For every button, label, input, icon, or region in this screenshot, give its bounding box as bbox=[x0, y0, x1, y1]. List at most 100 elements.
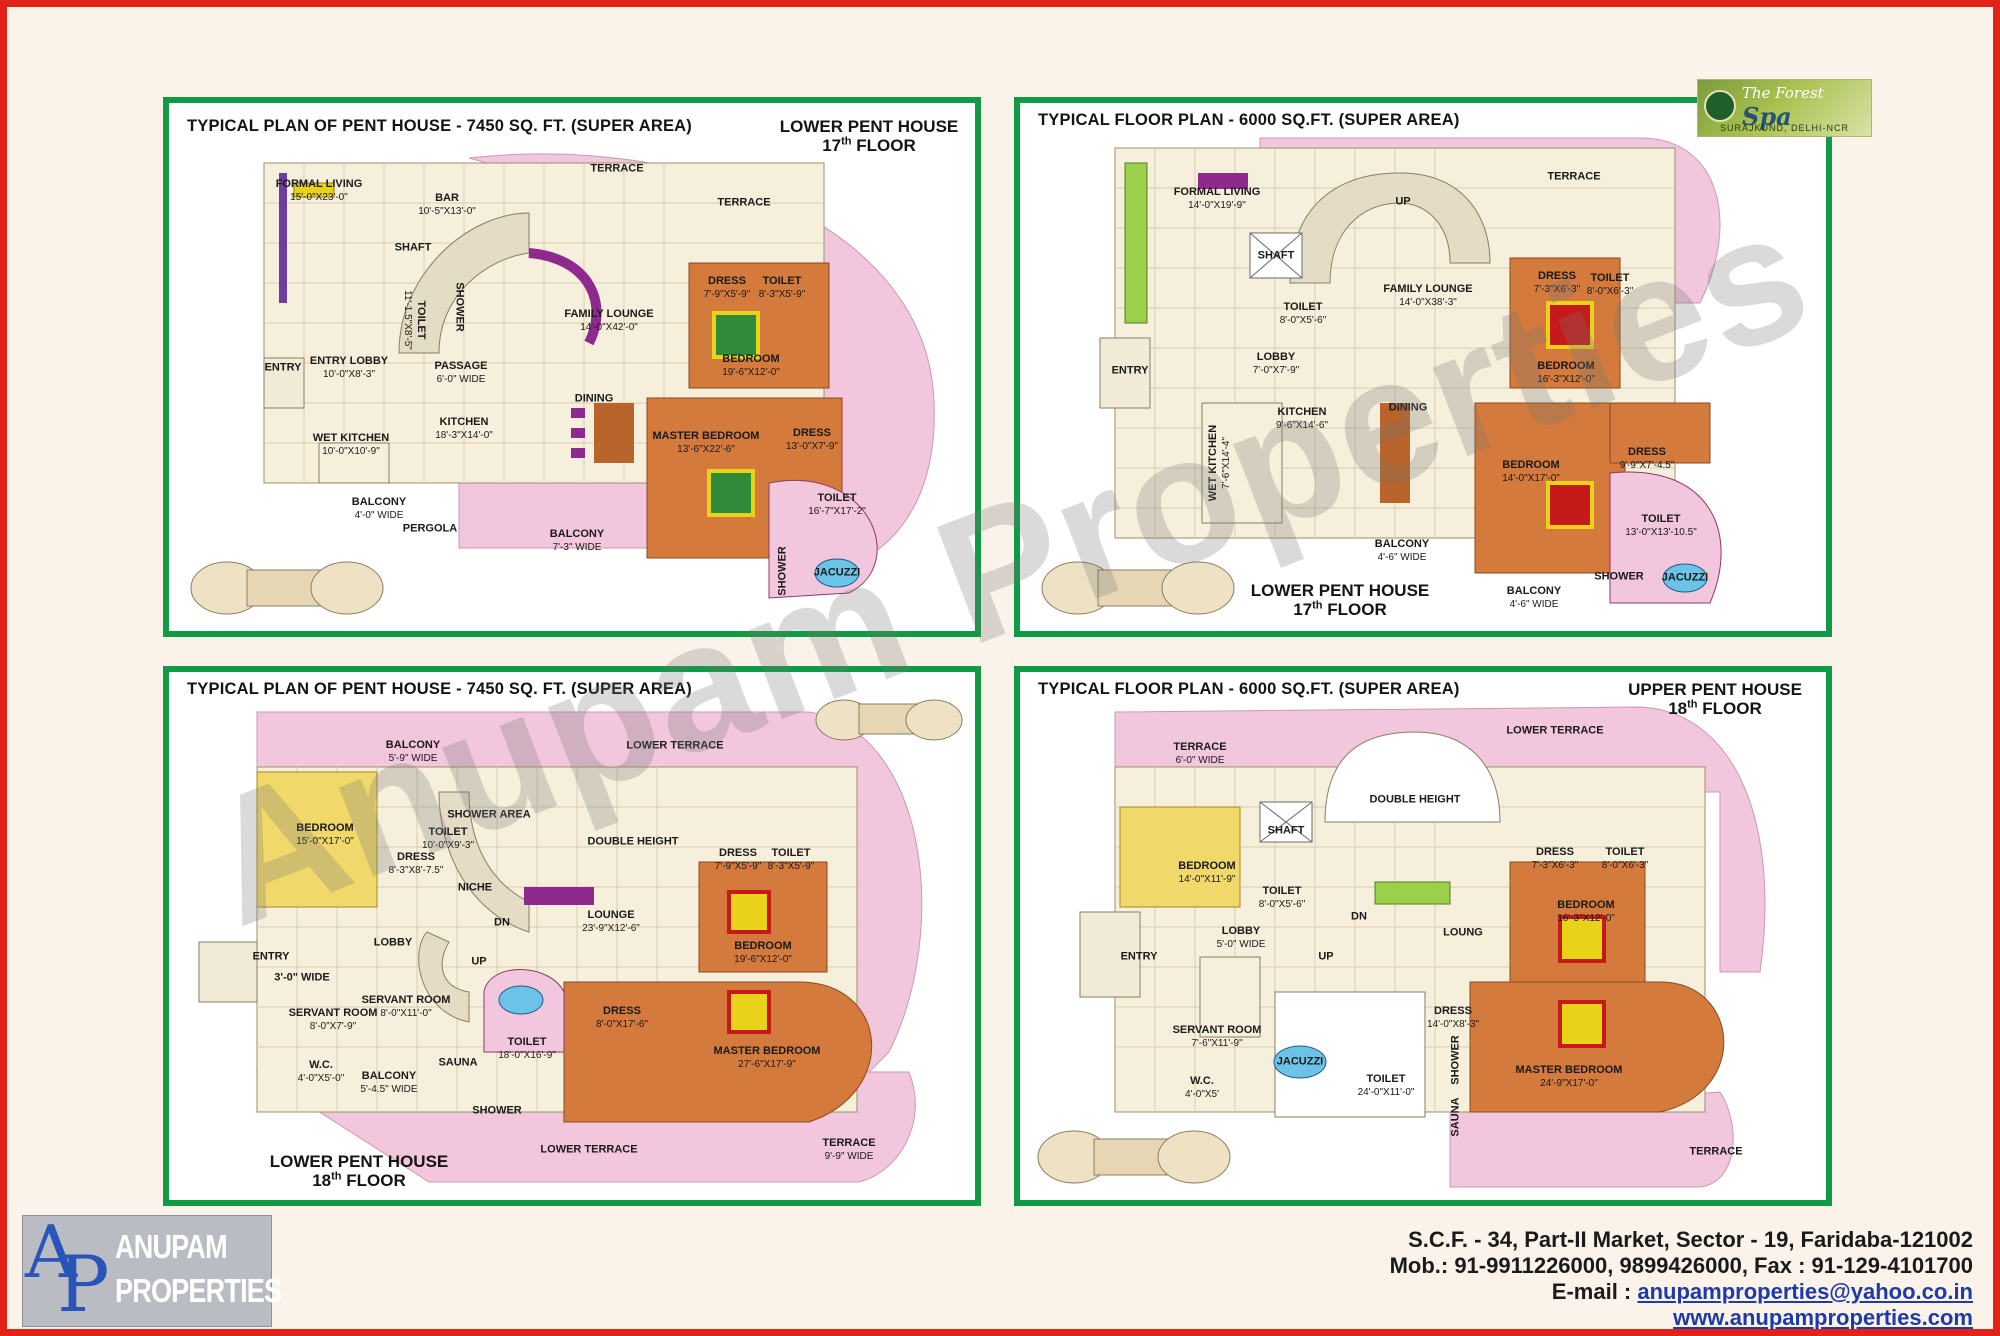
panel-title: TYPICAL PLAN OF PENT HOUSE - 7450 SQ. FT… bbox=[187, 680, 692, 698]
room-label: JACUZZI bbox=[1276, 1055, 1324, 1068]
logo-word-anupam: ANUPAM bbox=[115, 1228, 228, 1265]
room-label: SAUNA bbox=[1449, 1097, 1462, 1137]
room-label: DINING bbox=[574, 392, 614, 405]
room-label: ENTRY bbox=[264, 361, 302, 374]
panel-title: TYPICAL FLOOR PLAN - 6000 SQ.FT. (SUPER … bbox=[1038, 111, 1460, 129]
room-label: ENTRY bbox=[1120, 950, 1158, 963]
panel-title: TYPICAL PLAN OF PENT HOUSE - 7450 SQ. FT… bbox=[187, 117, 692, 135]
room-label: DN bbox=[1351, 910, 1367, 923]
room-label: UP bbox=[1395, 195, 1411, 208]
room-label: DINING bbox=[1388, 401, 1428, 414]
the-forest-spa-badge: The Forest Spa SURAJKUND, DELHI-NCR bbox=[1697, 79, 1872, 137]
floor-plan-panel-lower-penthouse-17-b: TYPICAL FLOOR PLAN - 6000 SQ.FT. (SUPER … bbox=[1014, 97, 1832, 637]
website-line: www.anupamproperties.com bbox=[1390, 1305, 1973, 1331]
room-label: NICHE bbox=[457, 881, 493, 894]
floor-label: UPPER PENT HOUSE 18th FLOOR bbox=[1628, 680, 1802, 718]
floor-label: LOWER PENT HOUSE 17th FLOOR bbox=[779, 117, 959, 155]
room-label: LOWER TERRACE bbox=[1506, 724, 1604, 737]
key-plan-thumbnail bbox=[1041, 561, 1235, 615]
address: S.C.F. - 34, Part-II Market, Sector - 19… bbox=[1408, 1227, 1973, 1252]
floor-plan-panel-lower-penthouse-17: TYPICAL PLAN OF PENT HOUSE - 7450 SQ. FT… bbox=[163, 97, 981, 637]
room-label: ENTRY bbox=[1111, 364, 1149, 377]
room-label: SHAFT bbox=[394, 241, 432, 254]
key-plan-thumbnail bbox=[1037, 1130, 1231, 1184]
room-label: DOUBLE HEIGHT bbox=[587, 835, 679, 848]
room-label: JACUZZI bbox=[813, 566, 861, 579]
key-plan-thumbnail bbox=[815, 699, 963, 741]
room-label: SHOWER AREA bbox=[447, 808, 531, 821]
room-label: SHAFT bbox=[1257, 249, 1295, 262]
room-label: LOBBY bbox=[373, 936, 413, 949]
brand-location: SURAJKUND, DELHI-NCR bbox=[1719, 123, 1849, 133]
room-label: LOUNG bbox=[1443, 926, 1483, 939]
logo-monogram-a: A bbox=[25, 1210, 77, 1294]
room-label: UP bbox=[1318, 950, 1334, 963]
room-label: W.C.4'-0"X5' bbox=[1184, 1075, 1220, 1100]
floor-label: LOWER PENT HOUSE 18th FLOOR bbox=[269, 1152, 449, 1190]
email-link[interactable]: anupamproperties@yahoo.co.in bbox=[1637, 1279, 1973, 1304]
brand-name: The Forest Spa bbox=[1742, 84, 1824, 131]
phone-numbers: Mob.: 91-9911226000, 9899426000, Fax : 9… bbox=[1389, 1253, 1973, 1278]
room-label: TERRACE bbox=[717, 196, 771, 209]
anupam-properties-logo: A P ANUPAM PROPERTIES bbox=[22, 1210, 282, 1330]
panel-title: TYPICAL FLOOR PLAN - 6000 SQ.FT. (SUPER … bbox=[1038, 680, 1460, 698]
website-link[interactable]: www.anupamproperties.com bbox=[1673, 1305, 1973, 1330]
room-label: DN bbox=[494, 916, 510, 929]
room-label: W.C.4'-0"X5'-0" bbox=[297, 1059, 345, 1084]
floor-plan-panel-upper-penthouse-18: TYPICAL FLOOR PLAN - 6000 SQ.FT. (SUPER … bbox=[1014, 666, 1832, 1206]
room-label: TERRACE bbox=[590, 162, 644, 175]
logo-monogram-p: P bbox=[57, 1240, 110, 1330]
room-label: SAUNA bbox=[438, 1056, 478, 1069]
room-label: JACUZZI bbox=[1661, 571, 1709, 584]
room-label: TERRACE bbox=[1689, 1145, 1743, 1158]
room-label: SHOWER bbox=[1449, 1035, 1462, 1085]
room-label: ENTRY bbox=[252, 950, 290, 963]
floor-plan-drawing bbox=[1037, 706, 1766, 1188]
room-label: SHOWER bbox=[1594, 570, 1644, 583]
room-label: LOWER TERRACE bbox=[540, 1143, 638, 1156]
floor-plan-drawing bbox=[190, 153, 935, 615]
logo-word-properties: PROPERTIES bbox=[115, 1272, 282, 1309]
room-label: SHOWER bbox=[472, 1104, 522, 1117]
